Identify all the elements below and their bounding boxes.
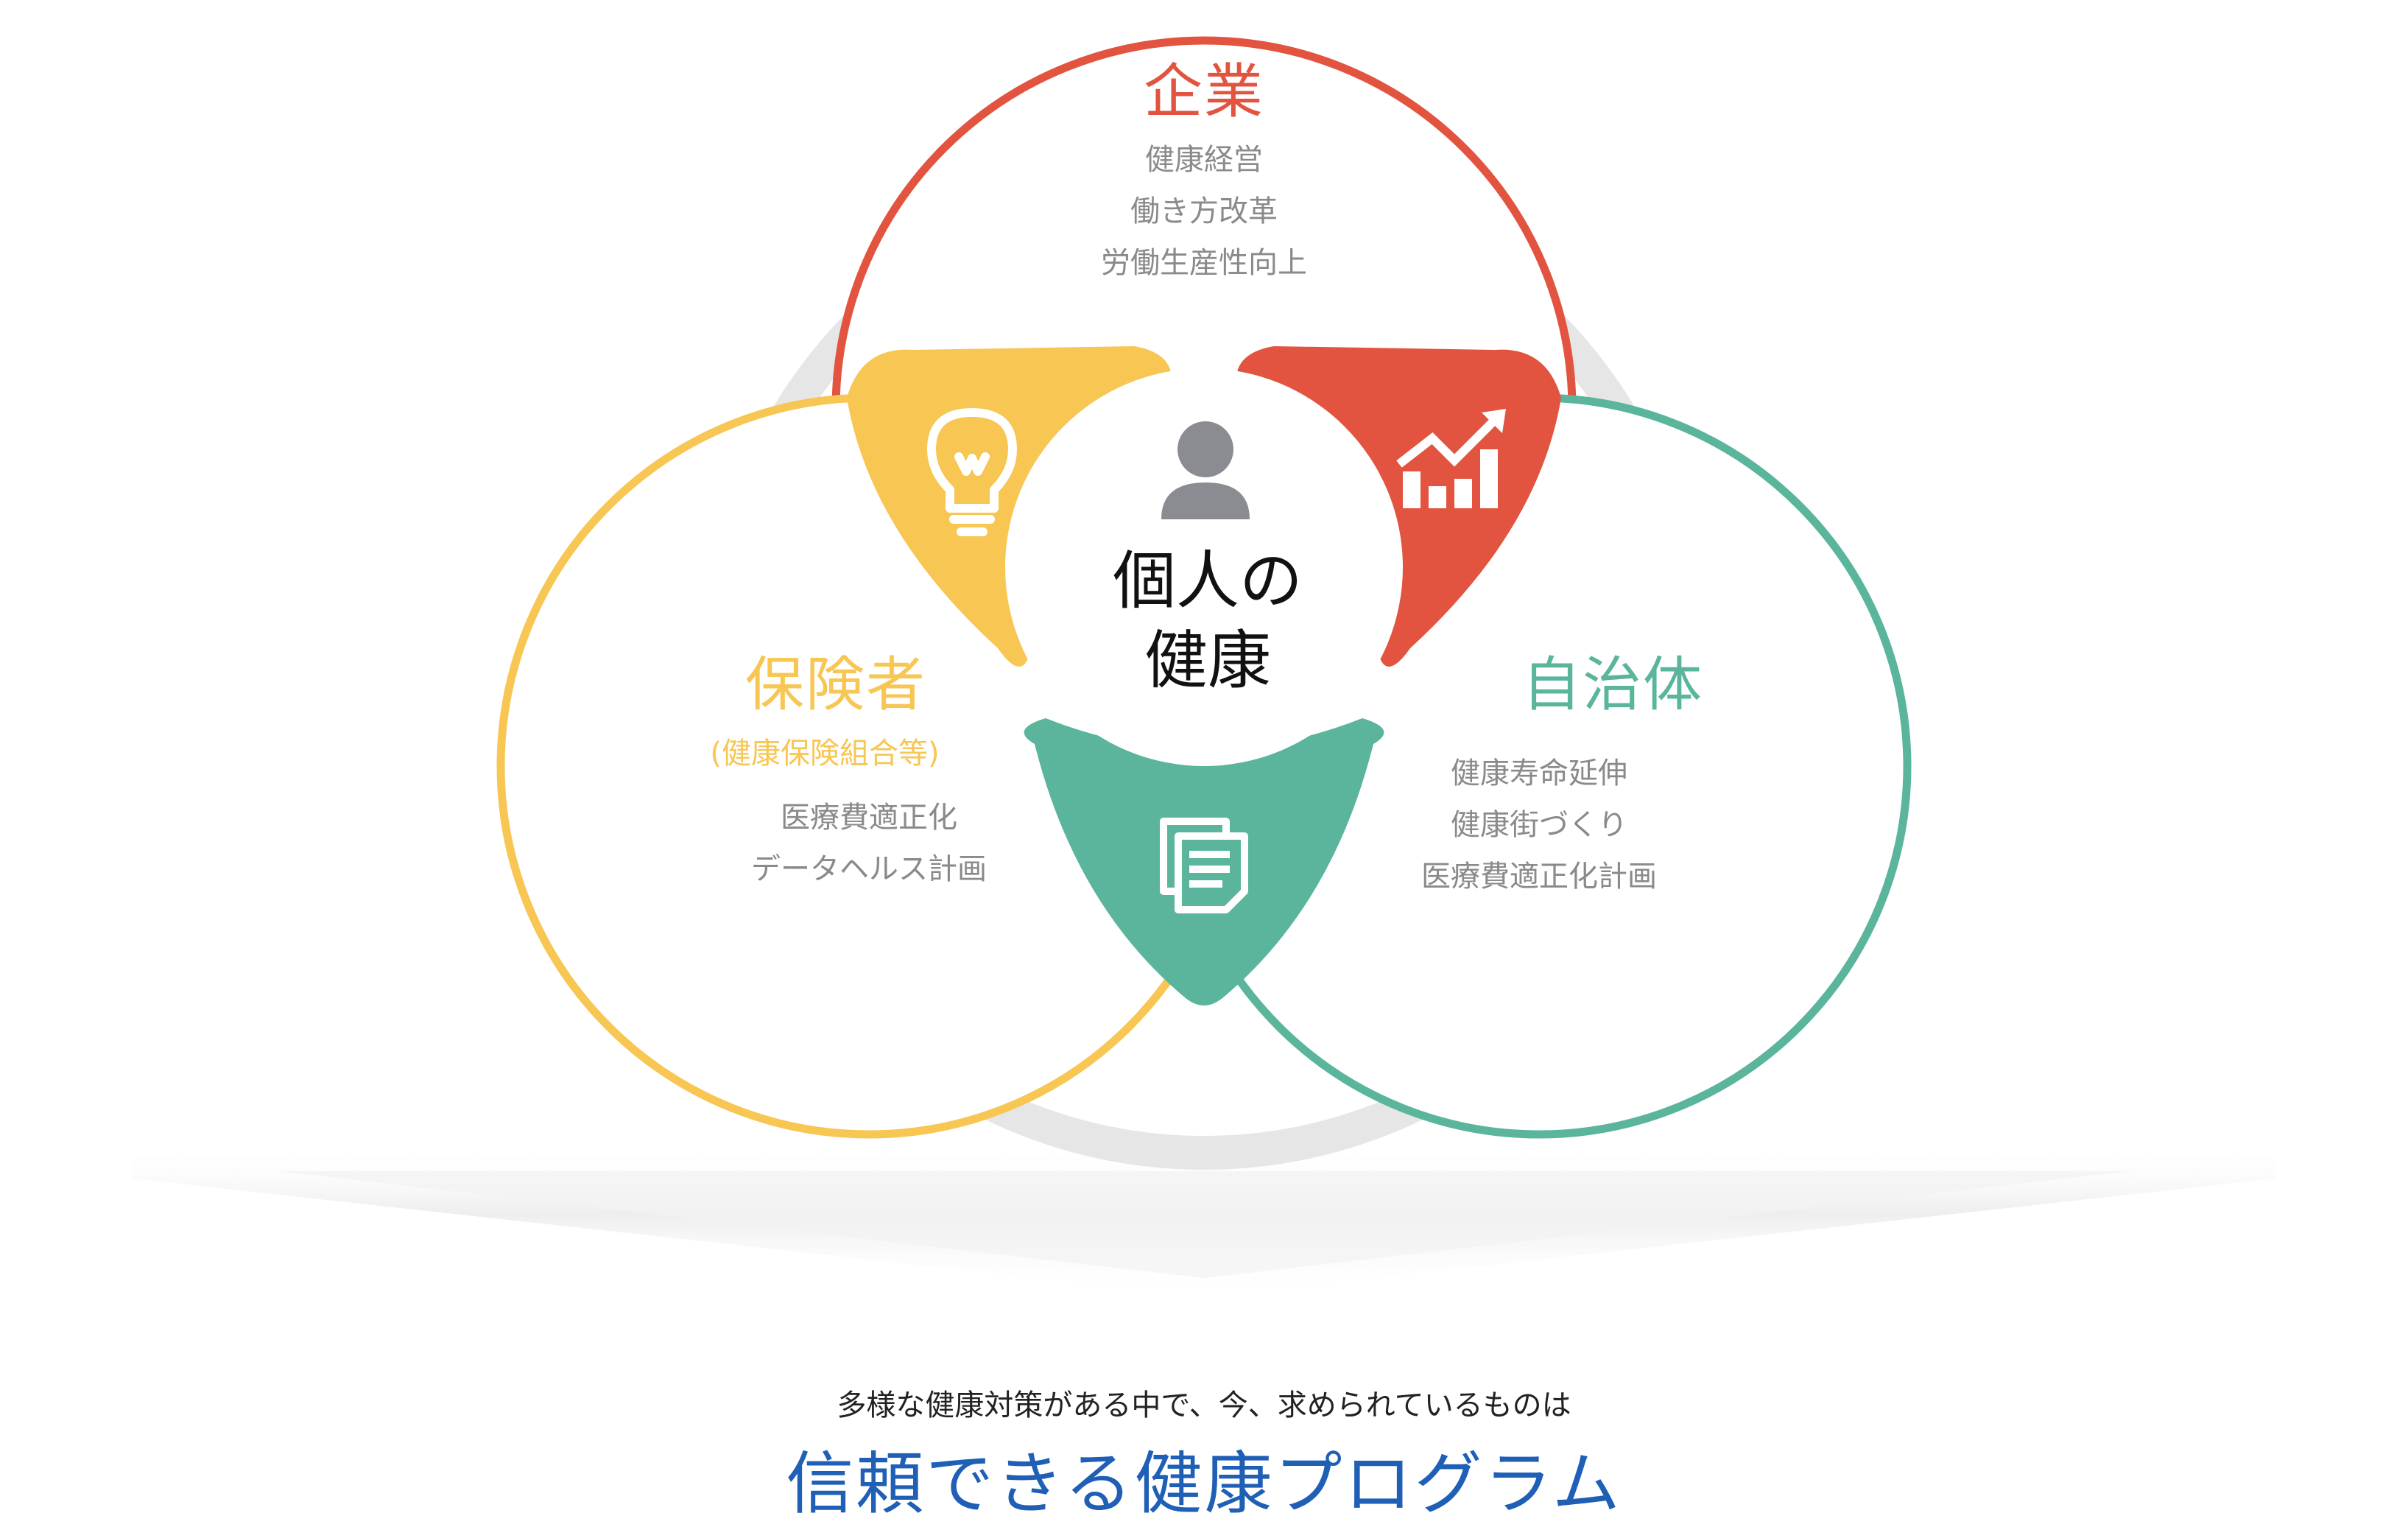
- insurer-title: 保険者: [745, 650, 926, 719]
- company-item: 働き方改革: [1130, 194, 1278, 228]
- insurer-item: データヘルス計画: [751, 852, 987, 886]
- company-item: 健康経営: [1145, 143, 1263, 177]
- bottom-subtitle: 多様な健康対策がある中で、今、求められているものは: [837, 1389, 1571, 1422]
- bottom-headline: 信頼できる健康プログラム: [786, 1444, 1622, 1523]
- center-title-line2: 健康: [1144, 624, 1271, 698]
- municipality-title: 自治体: [1522, 650, 1703, 719]
- person-icon: [1161, 421, 1250, 519]
- company-item: 労働生産性向上: [1101, 246, 1307, 280]
- municipality-item: 健康寿命延伸: [1451, 757, 1627, 790]
- arrow-shadow-inner: [280, 1171, 2128, 1278]
- center-title-line1: 個人の: [1113, 544, 1303, 618]
- lightbulb-icon: [927, 408, 1017, 536]
- document-icon: [1160, 818, 1248, 913]
- insurer-subtitle: (健康保険組合等): [710, 737, 940, 770]
- chart-up-icon: [1396, 409, 1506, 508]
- venn-diagram: [133, 36, 2275, 1296]
- municipality-item: 健康街づくり: [1451, 808, 1627, 842]
- insurer-item: 医療費適正化: [781, 801, 957, 835]
- center-disc: [1005, 368, 1403, 766]
- company-title: 企業: [1144, 57, 1264, 126]
- municipality-item: 医療費適正化計画: [1421, 860, 1657, 894]
